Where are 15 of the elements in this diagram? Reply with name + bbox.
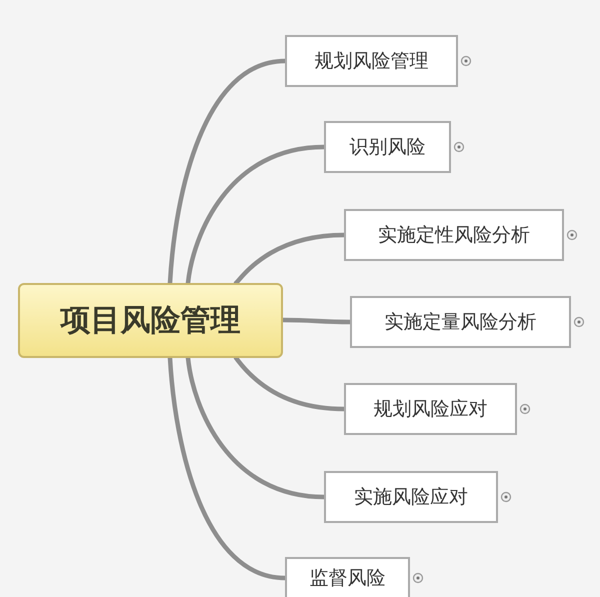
- branch-line: [168, 58, 288, 286]
- branch-line: [234, 232, 346, 286]
- branch-line: [168, 356, 288, 580]
- branch-line: [234, 356, 346, 412]
- branch-line: [280, 318, 352, 324]
- subtopic-box: 实施风险应对: [324, 471, 498, 523]
- subtopic-box: 识别风险: [324, 121, 451, 173]
- subtopic-box: 实施定性风险分析: [344, 209, 564, 261]
- central-topic-box: 项目风险管理: [18, 283, 283, 358]
- branch-line: [186, 144, 326, 286]
- subtopic-box: 监督风险: [285, 557, 410, 597]
- subtopic-box: 规划风险应对: [344, 383, 517, 435]
- subtopic-box: 实施定量风险分析: [350, 296, 571, 348]
- subtopic-box: 规划风险管理: [285, 35, 458, 87]
- branch-line: [186, 356, 326, 500]
